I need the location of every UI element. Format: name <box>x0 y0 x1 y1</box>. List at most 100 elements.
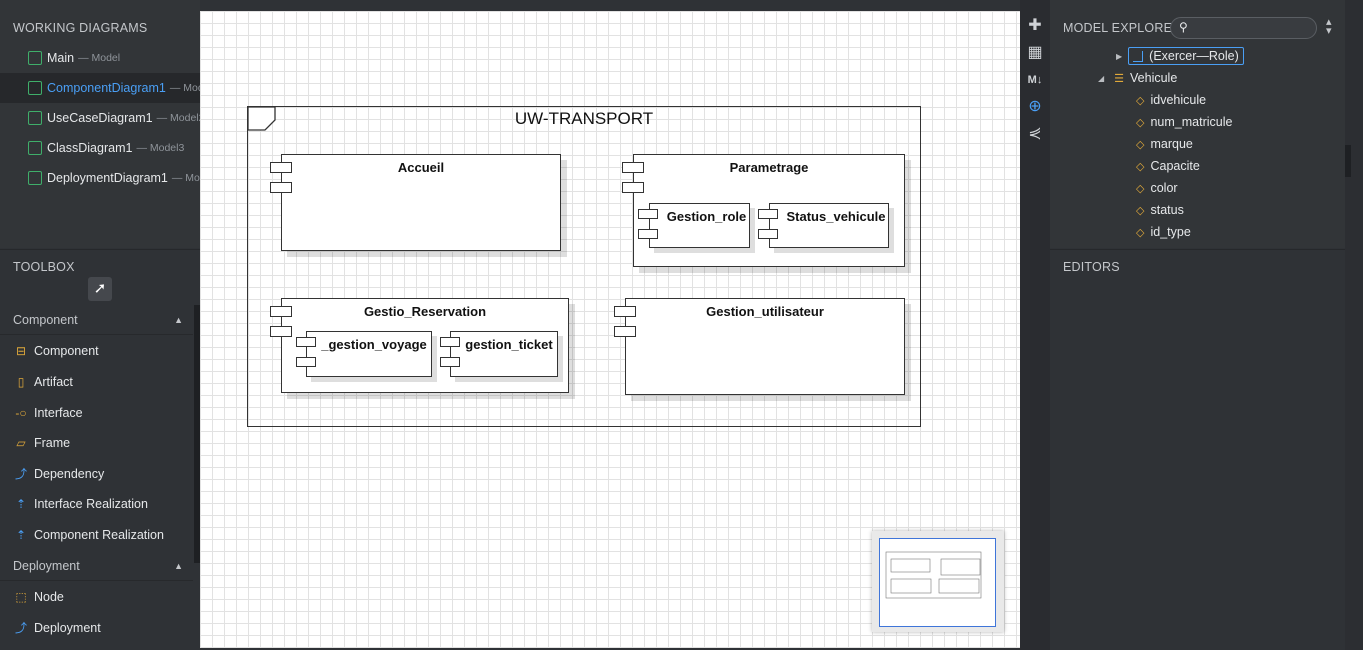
diagram-minimap[interactable] <box>872 531 1004 632</box>
share-icon[interactable]: ⋞ <box>1028 125 1042 142</box>
tree-label: (Exercer—Role) <box>1149 49 1239 63</box>
item-label: Component <box>34 343 99 358</box>
component-port-icon <box>622 182 644 193</box>
scrollbar-thumb[interactable] <box>1345 145 1351 177</box>
component-status-vehicule[interactable]: Status_vehicule <box>769 203 889 248</box>
component-title: Gestion_role <box>666 209 747 224</box>
tree-item-attribute[interactable]: ◇ color <box>1136 177 1178 199</box>
diagram-model: — Model <box>169 82 200 94</box>
dependency-icon: ⤴ <box>14 467 27 481</box>
diagram-model: — Model3 <box>136 142 185 154</box>
frame-title: UW-TRANSPORT <box>514 109 654 128</box>
interface-realization-icon: ⇡ <box>15 496 27 511</box>
markdown-icon[interactable]: M↓ <box>1027 74 1043 86</box>
search-icon: ⚲ <box>1179 20 1188 34</box>
select-pointer-button[interactable]: ➚ <box>88 277 112 301</box>
component-port-icon <box>638 229 658 239</box>
sort-toggle-icon[interactable]: ▴▾ <box>1326 16 1332 37</box>
diagram-model: — Model2 <box>156 112 200 124</box>
diagram-model: — Model <box>78 52 121 64</box>
frame-icon: ▱ <box>16 435 26 450</box>
working-diagram-classdiagram1[interactable]: ClassDiagram1 — Model3 <box>0 133 200 163</box>
frame-uw-transport[interactable]: UW-TRANSPORT <box>247 106 921 427</box>
component-gestion-voyage[interactable]: _gestion_voyage <box>306 331 432 377</box>
diagram-name: UseCaseDiagram1 <box>47 111 153 125</box>
minimap-viewport[interactable] <box>879 538 996 627</box>
working-diagram-usecasediagram1[interactable]: UseCaseDiagram1 — Model2 <box>0 103 200 133</box>
toolbox-title: TOOLBOX <box>13 260 75 274</box>
left-panel: WORKING DIAGRAMS Main — Model ComponentD… <box>0 0 200 650</box>
toolbox-item-interface[interactable]: -○ Interface <box>0 397 193 428</box>
collapse-arrow-icon: ▲ <box>174 314 183 325</box>
association-icon <box>1133 50 1144 62</box>
model-explorer-search[interactable]: ⚲ <box>1170 17 1317 39</box>
attribute-icon: ◇ <box>1136 116 1145 129</box>
component-icon: ⊟ <box>15 343 27 358</box>
usecase-diagram-icon <box>28 111 42 125</box>
class-icon: ☰ <box>1114 72 1125 85</box>
component-gestion-role[interactable]: Gestion_role <box>649 203 750 248</box>
working-diagrams-title: WORKING DIAGRAMS <box>13 21 148 35</box>
item-label: Artifact <box>34 374 73 389</box>
item-label: Node <box>34 589 64 604</box>
interface-icon: -○ <box>15 405 27 420</box>
tree-label: color <box>1150 181 1178 195</box>
deployment-icon: ⤴ <box>14 621 27 635</box>
tree-item-attribute[interactable]: ◇status <box>1136 199 1184 221</box>
item-label: Interface <box>34 405 83 420</box>
diagram-canvas[interactable]: UW-TRANSPORT Accueil Parametrage Gestion… <box>200 11 1020 648</box>
working-diagram-deploymentdiagram1[interactable]: DeploymentDiagram1 — Mod <box>0 163 200 193</box>
item-label: Interface Realization <box>34 496 148 511</box>
collapse-arrow-icon: ▲ <box>174 560 183 571</box>
toolbox-scrollbar[interactable] <box>194 305 200 563</box>
component-port-icon <box>296 357 316 367</box>
attribute-icon: ◇ <box>1136 94 1145 107</box>
diagram-model: — Mod <box>171 172 200 184</box>
component-accueil[interactable]: Accueil <box>281 154 561 251</box>
component-title: _gestion_voyage <box>321 337 427 352</box>
expand-arrow-icon: ▶ <box>1116 51 1123 61</box>
toolbox-item-dependency[interactable]: ⤴Dependency <box>0 458 193 489</box>
deployment-diagram-icon <box>28 171 42 185</box>
tree-item-attribute[interactable]: ◇marque <box>1136 133 1193 155</box>
toolbox-item-component[interactable]: ⊟ Component <box>0 335 193 366</box>
tree-item-attribute[interactable]: ◇Capacite <box>1136 155 1200 177</box>
toolbox-item-interface-realization[interactable]: ⇡ Interface Realization <box>0 488 193 519</box>
tree-item-attribute[interactable]: ◇num_matricule <box>1136 111 1232 133</box>
attribute-icon: ◇ <box>1136 182 1145 195</box>
attribute-icon: ◇ <box>1136 204 1145 217</box>
tree-item-attribute[interactable]: ◇id_type <box>1136 221 1191 243</box>
artifact-icon: ▯ <box>17 374 25 389</box>
tree-item-vehicule[interactable]: ◢ ☰ Vehicule <box>1098 67 1177 89</box>
node-icon: ⬚ <box>15 589 27 604</box>
component-gestion-ticket[interactable]: gestion_ticket <box>450 331 558 377</box>
extensions-puzzle-icon[interactable]: ✚ <box>1028 17 1042 34</box>
model-explorer-title: MODEL EXPLORER <box>1063 21 1182 35</box>
working-diagram-componentdiagram1[interactable]: ComponentDiagram1 — Model <box>0 73 200 103</box>
toolbox-item-node[interactable]: ⬚ Node <box>0 581 193 612</box>
navigator-crosshair-icon[interactable]: ⊕ <box>1028 98 1042 115</box>
working-diagram-main[interactable]: Main — Model <box>0 43 200 73</box>
toolbox-panel: TOOLBOX ➚ Component ▲ ⊟ Component ▯ Artifa… <box>0 249 200 650</box>
tree-item-role[interactable]: ▶ (Exercer—Role) <box>1116 45 1244 67</box>
component-gestion-utilisateur[interactable]: Gestion_utilisateur <box>625 298 905 395</box>
toolbox-category-deployment[interactable]: Deployment ▲ <box>0 551 193 581</box>
component-port-icon <box>638 209 658 219</box>
toolbox-item-deployment[interactable]: ⤴Deployment <box>0 612 193 643</box>
toolbox-item-artifact[interactable]: ▯ Artifact <box>0 366 193 397</box>
component-port-icon <box>758 229 778 239</box>
diagram-name: ClassDiagram1 <box>47 141 133 155</box>
toolbox-category-component[interactable]: Component ▲ <box>0 305 193 335</box>
component-port-icon <box>614 306 636 317</box>
toolbox-item-component-realization[interactable]: ⇡Component Realization <box>0 519 193 550</box>
diagram-name: DeploymentDiagram1 <box>47 171 168 185</box>
attribute-icon: ◇ <box>1136 138 1145 151</box>
model-explorer-scrollbar[interactable] <box>1345 0 1363 650</box>
layout-panels-icon[interactable]: ▦ <box>1027 44 1043 61</box>
search-input[interactable] <box>1195 20 1310 36</box>
frame-corner-icon <box>247 106 276 131</box>
editors-panel: EDITORS <box>1050 249 1345 650</box>
category-label: Component <box>13 312 78 327</box>
toolbox-item-frame[interactable]: ▱Frame <box>0 427 193 458</box>
tree-item-attribute[interactable]: ◇idvehicule <box>1136 89 1206 111</box>
